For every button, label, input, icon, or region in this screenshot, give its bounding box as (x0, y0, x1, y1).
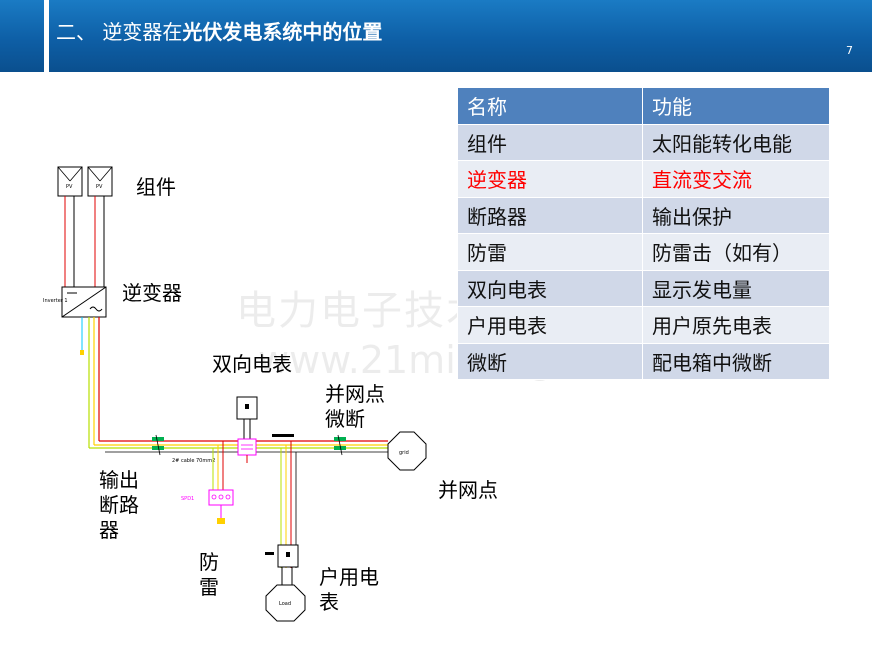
table-header-row: 名称 功能 (457, 87, 830, 125)
label-bidirectional-meter: 双向电表 (212, 352, 292, 376)
household-branch: Load (265, 434, 306, 622)
label-household-meter: 户用电表 (319, 565, 379, 614)
label-output-breaker: 输出断路器 (99, 468, 139, 542)
row-function: 直流变交流 (642, 160, 830, 198)
label-grid-point: 并网点 (438, 478, 498, 502)
row-name: 微断 (457, 342, 643, 380)
grid-symbol-text: grid (399, 450, 409, 456)
table-row: 断路器 输出保护 (457, 196, 830, 234)
grid-point-symbol: grid (387, 431, 427, 471)
header-divider (44, 0, 49, 72)
bidirectional-meter-symbol (236, 396, 258, 463)
ac-output-wires (80, 317, 100, 448)
inverter-symbol: Inverter 1 (43, 286, 107, 318)
pv-module-2: PV (87, 166, 113, 197)
page-title: 二、 逆变器在光伏发电系统中的位置 (56, 18, 382, 46)
row-name: 组件 (457, 123, 643, 161)
row-function: 防雷击（如有） (642, 233, 830, 271)
pv-text: PV (96, 184, 103, 190)
grid-breaker-symbol (334, 434, 346, 456)
table-row: 双向电表 显示发电量 (457, 269, 830, 307)
spd-tag: SPD1 (181, 496, 194, 502)
row-name: 防雷 (457, 233, 643, 271)
row-name: 双向电表 (457, 269, 643, 307)
function-table: 名称 功能 组件 太阳能转化电能 逆变器 直流变交流 断路器 输出保护 防雷 防… (457, 87, 830, 380)
table-row: 防雷 防雷击（如有） (457, 233, 830, 271)
header-bar (0, 0, 872, 72)
row-name: 断路器 (457, 196, 643, 234)
table-header-name: 名称 (457, 87, 643, 125)
row-function: 配电箱中微断 (642, 342, 830, 380)
row-function: 显示发电量 (642, 269, 830, 307)
table-row: 微断 配电箱中微断 (457, 342, 830, 380)
label-lightning: 防雷 (199, 550, 219, 599)
pv-text: PV (66, 184, 73, 190)
pv-module-1: PV (57, 166, 83, 197)
page-number: 7 (846, 44, 853, 57)
label-inverter: 逆变器 (122, 281, 182, 305)
output-breaker-symbol (152, 434, 164, 456)
inverter-tag: Inverter 1 (43, 298, 68, 304)
label-modules: 组件 (136, 175, 176, 199)
label-grid-breaker: 并网点微断 (325, 382, 385, 431)
title-part1: 二、 逆变器在 (56, 20, 183, 44)
table-row: 逆变器 直流变交流 (457, 160, 830, 198)
row-function: 用户原先电表 (642, 306, 830, 344)
table-header-function: 功能 (642, 87, 830, 125)
dc-wires (64, 196, 105, 287)
title-part2: 光伏发电系统中的位置 (182, 20, 383, 44)
load-symbol-text: Load (279, 601, 291, 607)
lightning-branch: SPD1 (181, 441, 234, 524)
row-name: 逆变器 (457, 160, 643, 198)
cable-tag: 2# cable 70mm2 (172, 458, 215, 464)
row-function: 输出保护 (642, 196, 830, 234)
